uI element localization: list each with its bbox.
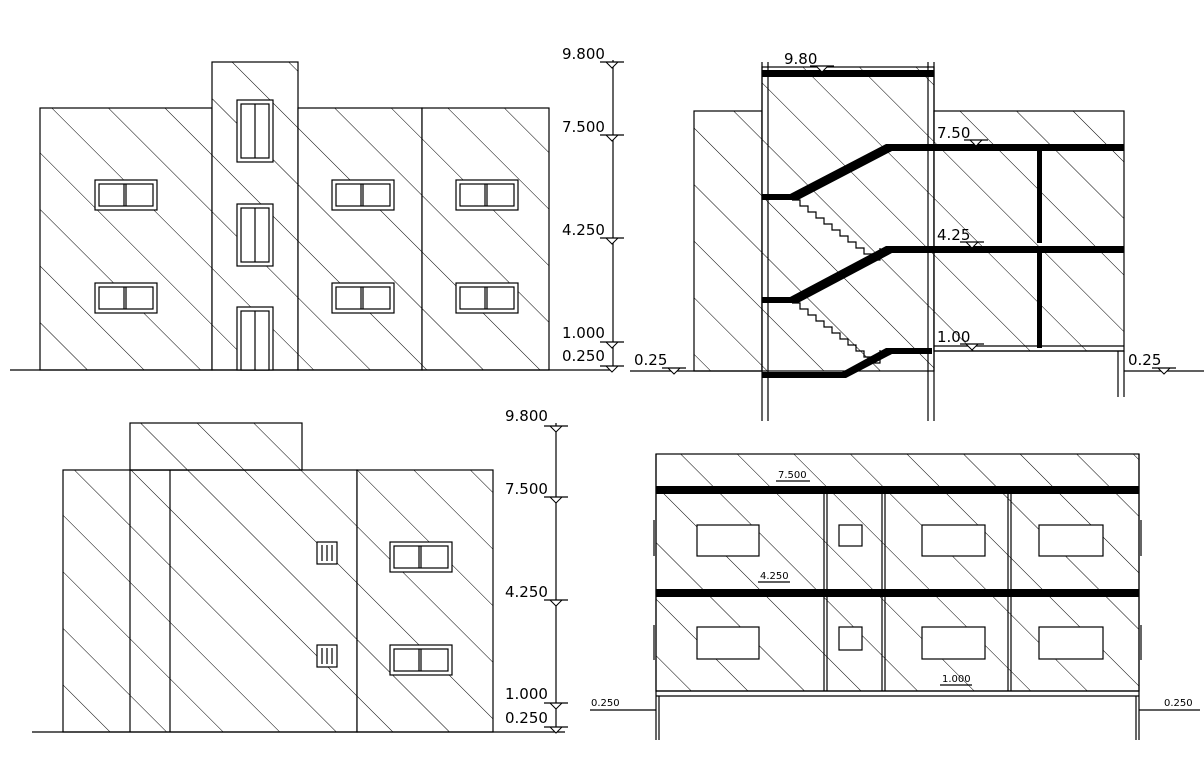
- window: [455, 179, 519, 211]
- level-label: 1.000: [505, 685, 548, 703]
- window-opening: [921, 524, 986, 557]
- window: [316, 541, 338, 565]
- window-opening: [696, 524, 760, 557]
- window: [94, 282, 158, 314]
- window: [316, 644, 338, 668]
- elevation-2-stair-tower: [129, 422, 303, 471]
- level-label: 0.25: [634, 351, 667, 369]
- window: [236, 99, 274, 163]
- stair-flight: [790, 246, 892, 303]
- landing-slab: [762, 297, 790, 303]
- level-label: 4.250: [562, 221, 605, 239]
- floor-slab: [886, 348, 932, 354]
- level-label: 0.250: [562, 347, 605, 365]
- section-1-stair-core: [761, 66, 935, 372]
- elevation-1-far-right-block: [421, 107, 550, 371]
- level-label: 0.250: [591, 698, 620, 709]
- level-label: 9.80: [784, 50, 817, 68]
- entrance-door: [236, 306, 274, 371]
- partition-wall: [1037, 253, 1042, 348]
- window-opening: [696, 626, 760, 660]
- elevation-1-right-block: [297, 107, 423, 371]
- level-label: 7.500: [505, 480, 548, 498]
- window: [331, 282, 395, 314]
- floor-slab: [886, 144, 1124, 151]
- level-label: 0.25: [1128, 351, 1161, 369]
- level-label: 4.250: [505, 583, 548, 601]
- level-label: 7.500: [778, 470, 807, 481]
- window: [389, 541, 453, 573]
- window-opening: [921, 626, 986, 660]
- elevation-2-main-block: [62, 469, 358, 733]
- level-label: 4.250: [760, 571, 789, 582]
- level-label: 7.50: [937, 124, 970, 142]
- roof-slab: [762, 70, 934, 77]
- stair-flight-outline: [792, 199, 881, 261]
- level-label: 0.250: [1164, 698, 1193, 709]
- window-opening: [1038, 524, 1104, 557]
- elevation-1-left-block: [39, 107, 213, 371]
- window: [389, 644, 453, 676]
- stair-flight-outline: [792, 302, 881, 364]
- level-label: 9.800: [562, 45, 605, 63]
- window: [455, 282, 519, 314]
- partition-wall: [1037, 151, 1042, 243]
- landing-slab: [762, 194, 790, 200]
- level-label: 1.000: [942, 674, 971, 685]
- window-opening: [838, 626, 863, 651]
- window-opening: [1038, 626, 1104, 660]
- ground-slab: [762, 372, 842, 378]
- elevation-2-right-block: [356, 469, 494, 733]
- window-opening: [838, 524, 863, 547]
- level-label: 9.800: [505, 407, 548, 425]
- level-label: 1.000: [562, 324, 605, 342]
- window: [331, 179, 395, 211]
- section-1-left-mass: [693, 110, 763, 372]
- level-label: 0.250: [505, 709, 548, 727]
- building-section-longitudinal: 7.500 4.250 1.000 0.250 0.250: [590, 453, 1200, 740]
- side-elevation: 9.800 7.500 4.250 1.000 0.250: [32, 407, 569, 734]
- building-section-with-stair: 9.80 7.50 4.25 1.00 0.25 0.25: [630, 50, 1204, 421]
- floor-slab: [656, 589, 1139, 597]
- front-elevation: 9.800 7.500 4.250 1.000 0.250: [10, 45, 625, 373]
- level-label: 4.25: [937, 226, 970, 244]
- window: [236, 203, 274, 267]
- stair-flight: [790, 144, 892, 200]
- floor-slab: [656, 486, 1139, 494]
- window: [94, 179, 158, 211]
- level-label: 7.500: [562, 118, 605, 136]
- level-label: 1.00: [937, 328, 970, 346]
- floor-slab: [886, 246, 1124, 253]
